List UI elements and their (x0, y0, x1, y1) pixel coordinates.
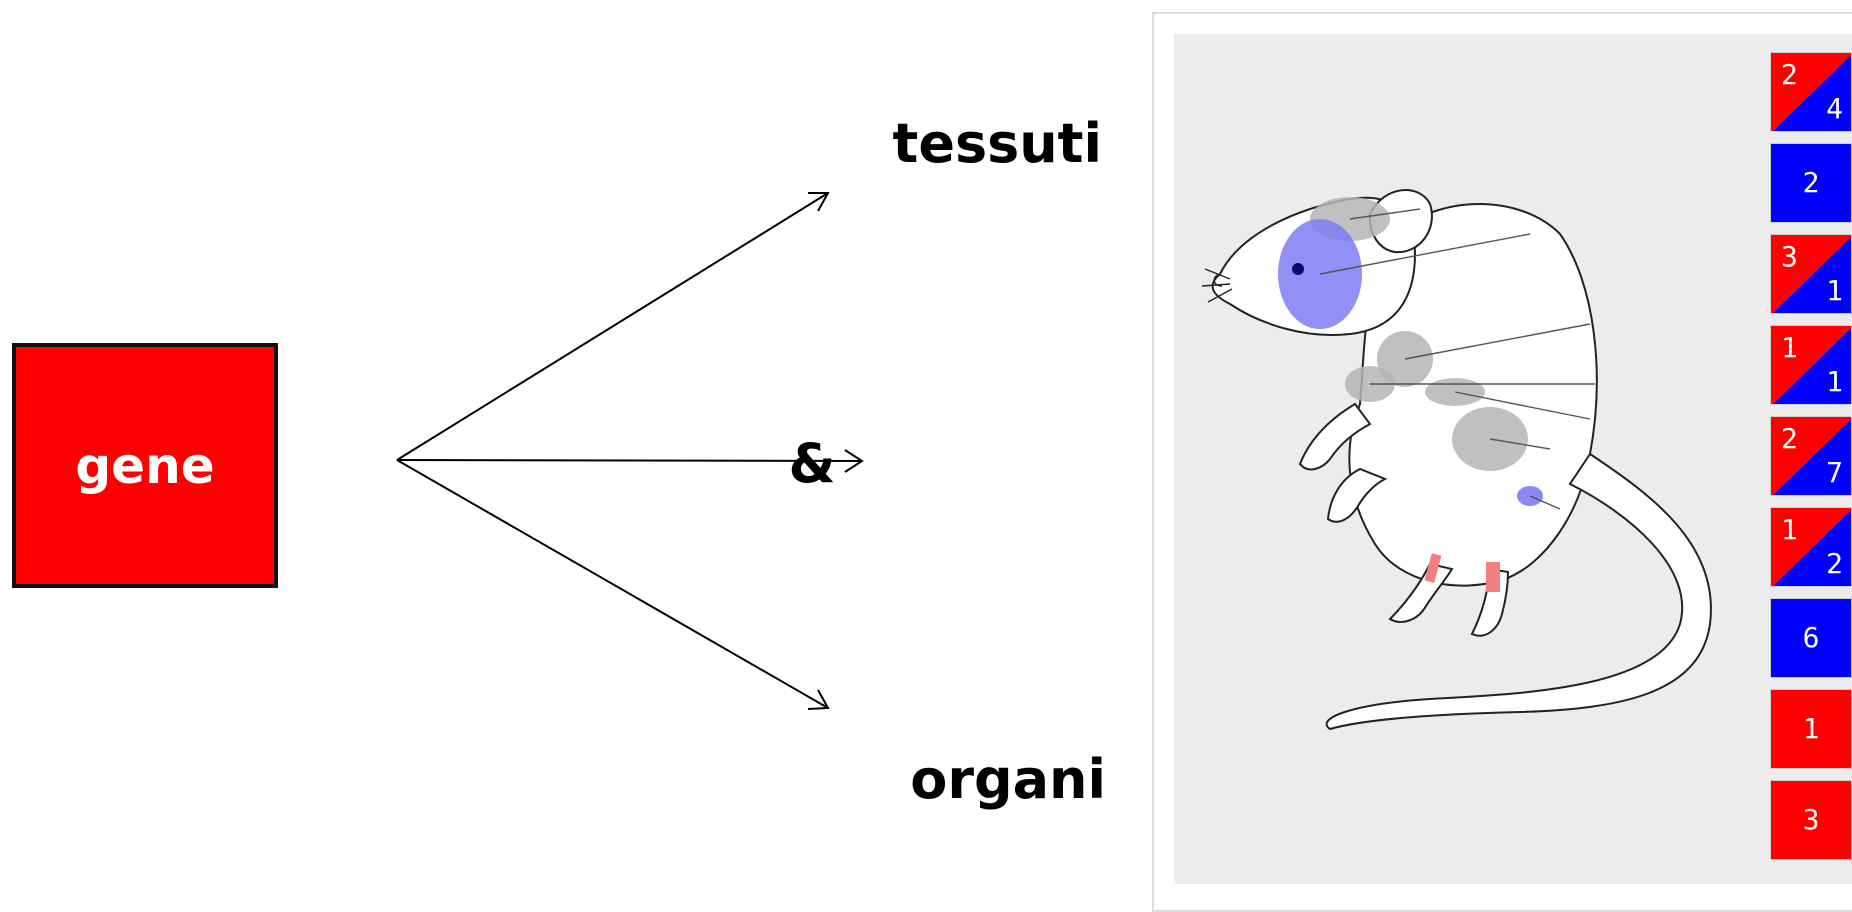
label-organi: organi (910, 748, 1106, 811)
arrowhead-organi (807, 689, 830, 710)
pointer-lines (1319, 208, 1595, 510)
mouse-nose (1213, 273, 1223, 287)
badge-count-top: 3 (1781, 240, 1798, 273)
badge-count: 1 (1802, 712, 1820, 745)
badge-count: 3 (1802, 803, 1820, 836)
expression-badge[interactable]: 3 (1770, 780, 1852, 860)
mouse-ear (1368, 189, 1433, 254)
expression-badge[interactable]: 1 (1770, 689, 1852, 769)
expression-badge[interactable]: 6 (1770, 598, 1852, 678)
arrow-to-organi (396, 459, 829, 709)
badge-count-top: 2 (1781, 58, 1798, 91)
badge-split-fill (1771, 53, 1851, 131)
mouse-front-leg-2 (1326, 467, 1388, 523)
badge-split-fill (1771, 417, 1851, 495)
badge-split-fill (1771, 508, 1851, 586)
expression-panel (1152, 12, 1852, 912)
badge-count-bottom: 1 (1826, 274, 1843, 307)
mouse-front-leg (1298, 402, 1372, 471)
expression-badge[interactable]: 2 (1770, 143, 1852, 223)
badge-count-bottom: 7 (1826, 456, 1843, 489)
region-leg-red-1 (1424, 553, 1442, 583)
label-ampersand: & (788, 432, 836, 495)
badge-split-fill (1771, 235, 1851, 313)
badge-count: 6 (1802, 621, 1820, 654)
mouse-anatomy-view (1174, 34, 1852, 884)
badge-count-top: 2 (1781, 422, 1798, 455)
mouse-illustration (1201, 189, 1712, 731)
badge-count-bottom: 4 (1826, 92, 1843, 125)
badge-count-top: 1 (1781, 331, 1798, 364)
badge-count-bottom: 1 (1826, 365, 1843, 398)
badge-split-fill (1771, 326, 1851, 404)
badge-count-top: 1 (1781, 513, 1798, 546)
eye (1292, 263, 1304, 275)
label-tessuti: tessuti (892, 112, 1103, 175)
arrowhead-tessuti (808, 192, 830, 212)
gene-label: gene (75, 436, 215, 495)
badge-count-bottom: 2 (1826, 547, 1843, 580)
mouse-hind-leg (1388, 562, 1454, 623)
badge-count: 2 (1802, 166, 1820, 199)
arrow-to-tessuti (396, 192, 829, 461)
gene-box: gene (12, 343, 278, 588)
region-leg-red-2 (1486, 562, 1500, 592)
mouse-tail (1325, 452, 1712, 731)
